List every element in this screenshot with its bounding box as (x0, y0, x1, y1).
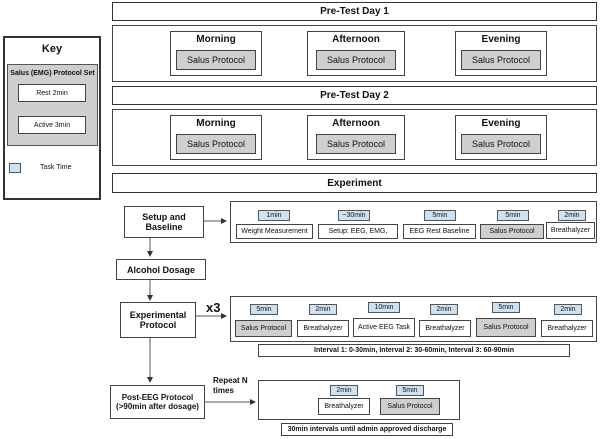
post-task-1-time: 2min (330, 385, 358, 396)
pretest2-evening-label: Evening (481, 118, 521, 129)
post-task-2: Salus Protocol (380, 398, 440, 415)
exp-task-6-time: 2min (554, 304, 582, 315)
setup-task-4-time: 5min (497, 210, 529, 221)
pretest1-evening: Evening Salus Protocol (455, 31, 547, 76)
exp-task-1-time: 5min (250, 304, 278, 315)
repeat-x3-label: x3 (206, 300, 221, 315)
post-task-2-time: 5min (396, 385, 424, 396)
pretest1-morning-label: Morning (196, 34, 236, 45)
pretest1-afternoon: Afternoon Salus Protocol (307, 31, 405, 76)
pretest2-evening: Evening Salus Protocol (455, 115, 547, 160)
exp-task-3: Active EEG Task (353, 318, 415, 337)
pretest-day1-header: Pre-Test Day 1 (112, 2, 597, 21)
pretest2-afternoon-protocol: Salus Protocol (316, 134, 396, 154)
exp-task-5-time: 5min (492, 302, 520, 313)
setup-task-3-time: 5min (424, 210, 456, 221)
pretest2-evening-protocol: Salus Protocol (461, 134, 541, 154)
key-task-time-swatch (9, 163, 21, 173)
exp-task-4-time: 2min (430, 304, 458, 315)
setup-task-1-time: 1min (258, 210, 290, 221)
pretest1-morning-protocol: Salus Protocol (176, 50, 256, 70)
pretest1-evening-label: Evening (481, 34, 521, 45)
exp-task-6: Breathalyzer (541, 320, 593, 337)
exp-task-2: Breathalyzer (297, 320, 349, 337)
pretest1-evening-protocol: Salus Protocol (461, 50, 541, 70)
exp-task-1: Salus Protocol (235, 320, 292, 337)
interval-note: Interval 1: 0-30min, Interval 2: 30-60mi… (258, 344, 570, 357)
repeat-n-times-label: Repeat N times (213, 376, 248, 395)
pretest-day2-header: Pre-Test Day 2 (112, 86, 597, 105)
exp-task-3-time: 10min (368, 302, 400, 313)
key-rest-box: Rest 2min (18, 84, 86, 102)
pretest2-morning-label: Morning (196, 118, 236, 129)
key-set-title: Salus (EMG) Protocol Set (10, 70, 95, 77)
setup-task-1: Weight Measurement (236, 224, 313, 239)
experimental-protocol-step: Experimental Protocol (120, 302, 196, 338)
pretest1-morning: Morning Salus Protocol (170, 31, 262, 76)
post-interval-note: 30min intervals until admin approved dis… (281, 423, 453, 436)
pretest2-afternoon: Afternoon Salus Protocol (307, 115, 405, 160)
experiment-header: Experiment (112, 173, 597, 193)
setup-task-5-time: 2min (558, 210, 586, 221)
setup-task-5: Breathalyzer (546, 222, 595, 239)
pretest2-morning: Morning Salus Protocol (170, 115, 262, 160)
pretest2-afternoon-label: Afternoon (332, 118, 380, 129)
alcohol-dosage-step: Alcohol Dosage (116, 259, 206, 280)
exp-task-2-time: 2min (309, 304, 337, 315)
setup-baseline-step: Setup and Baseline (124, 206, 204, 238)
setup-task-2: Setup: EEG, EMG, (318, 224, 398, 239)
key-title: Key (41, 43, 63, 55)
post-task-1: Breathalyzer (318, 398, 370, 415)
exp-task-4: Breathalyzer (419, 320, 471, 337)
key-task-time-label: Task Time (40, 164, 72, 171)
setup-task-3: EEG Rest Baseline (403, 224, 476, 239)
pretest2-morning-protocol: Salus Protocol (176, 134, 256, 154)
setup-task-2-time: ~30min (338, 210, 370, 221)
pretest1-afternoon-label: Afternoon (332, 34, 380, 45)
key-active-box: Active 3min (18, 116, 86, 134)
setup-task-4: Salus Protocol (480, 224, 544, 239)
exp-task-5: Salus Protocol (476, 318, 536, 337)
post-eeg-step: Post-EEG Protocol (>90min after dosage) (110, 385, 205, 419)
pretest1-afternoon-protocol: Salus Protocol (316, 50, 396, 70)
